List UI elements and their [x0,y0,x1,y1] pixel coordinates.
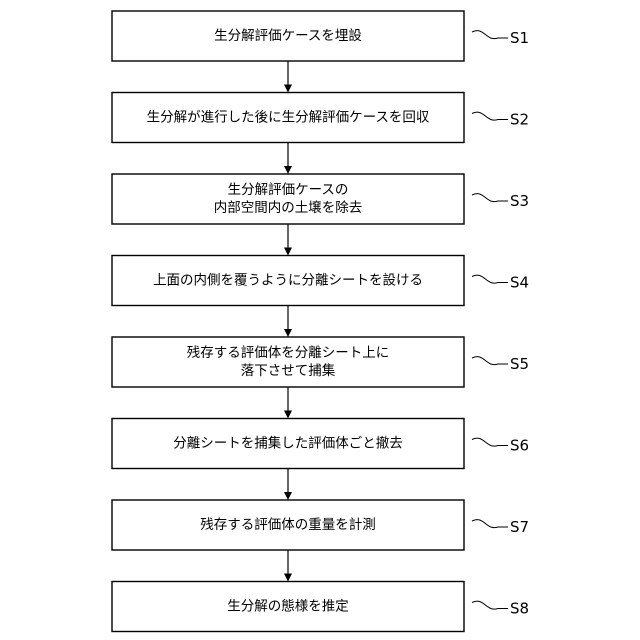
leader-line [472,357,508,365]
step-text: 上面の内側を覆うように分離シートを設ける [153,273,423,289]
step-label: S3 [510,192,529,210]
leader-line [472,601,508,609]
flow-arrow [284,143,292,175]
step-text: 生分解が進行した後に生分解評価ケースを回収 [147,110,430,126]
step-label: S2 [510,111,529,129]
step-text: 残存する評価体を分離シート上に [187,345,390,361]
leader-line [472,438,508,446]
step-s1: 生分解評価ケースを埋設 S1 [112,11,529,61]
leader-line [472,194,508,202]
step-label: S8 [510,600,529,618]
leader-line [472,275,508,283]
leader-line [472,31,508,39]
flow-arrow [284,61,292,93]
step-s4: 上面の内側を覆うように分離シートを設ける S4 [112,256,529,306]
step-label: S4 [510,274,529,292]
step-s2: 生分解が進行した後に生分解評価ケースを回収 S2 [112,93,529,143]
step-text: 落下させて捕集 [241,363,336,379]
flow-arrow [284,224,292,256]
step-label: S6 [510,437,529,455]
step-text: 生分解評価ケースの [228,182,349,198]
flow-arrow [284,306,292,338]
step-s7: 残存する評価体の重量を計測 S7 [112,500,529,550]
step-label: S7 [510,518,529,536]
leader-line [472,112,508,120]
step-text: 分離シートを捕集した評価体ごと撤去 [173,436,403,452]
step-label: S5 [510,355,529,373]
flow-arrow [284,469,292,501]
step-text: 生分解の態様を推定 [227,599,349,615]
step-s6: 分離シートを捕集した評価体ごと撤去 S6 [112,419,529,469]
step-text: 生分解評価ケースを埋設 [214,28,362,44]
step-text: 内部空間内の土壌を除去 [214,200,363,216]
flow-arrow [284,550,292,582]
step-s3: 生分解評価ケースの内部空間内の土壌を除去 S3 [112,174,529,224]
step-text: 残存する評価体の重量を計測 [200,517,376,533]
step-s8: 生分解の態様を推定 S8 [112,582,529,632]
step-s5: 残存する評価体を分離シート上に落下させて捕集 S5 [112,337,529,387]
leader-line [472,520,508,528]
step-label: S1 [510,29,529,47]
flow-arrow [284,387,292,419]
